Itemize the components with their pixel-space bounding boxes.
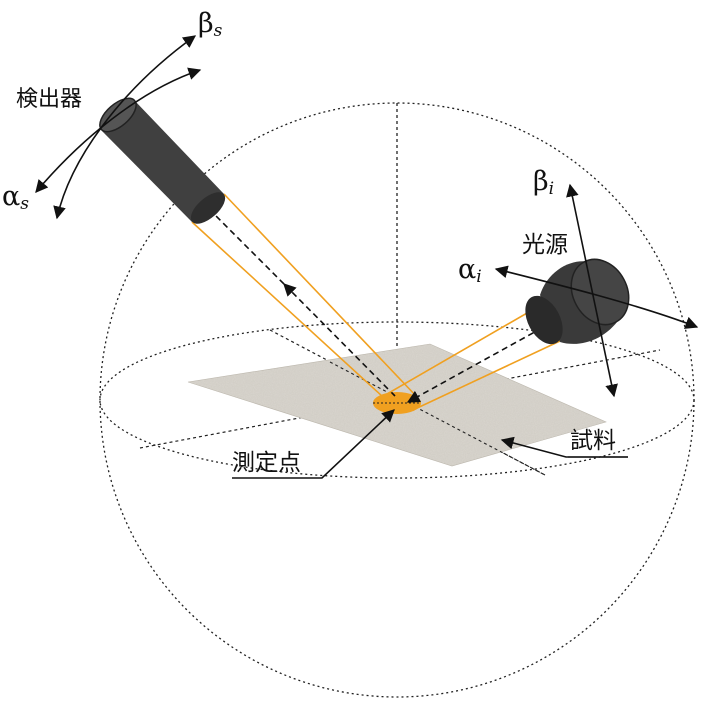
light-source-cylinder — [525, 258, 630, 345]
axis-over-sample — [329, 361, 546, 476]
detector-alpha-arrow — [35, 67, 202, 193]
source-beta-label: βi — [533, 166, 554, 199]
measurement-point-label: 測定点 — [232, 450, 301, 476]
detector-beta-label: βs — [198, 8, 223, 41]
detector-label: 検出器 — [16, 87, 82, 112]
sample-label: 試料 — [570, 428, 616, 454]
detector-alpha-label: αs — [2, 181, 29, 214]
source-alpha-arrow — [494, 265, 699, 329]
measurement-point-leader — [232, 409, 395, 479]
light-source-label: 光源 — [522, 232, 568, 258]
detector-beam — [191, 193, 418, 398]
source-alpha-label: αi — [458, 254, 482, 287]
detector-cylinder — [99, 97, 226, 224]
